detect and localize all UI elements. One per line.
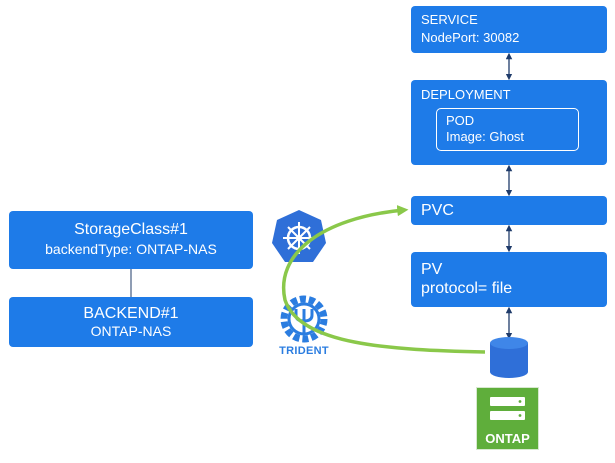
database-cylinder-icon xyxy=(490,337,528,378)
storage-class-title: StorageClass#1 xyxy=(74,221,188,238)
deployment-title: DEPLOYMENT xyxy=(421,87,511,102)
service-box: SERVICE NodePort: 30082 xyxy=(411,6,607,53)
storage-class-box: StorageClass#1 backendType: ONTAP-NAS xyxy=(9,211,253,269)
kubernetes-helm-icon xyxy=(272,210,326,262)
ontap-storage-icon xyxy=(476,387,539,450)
ontap-label: ONTAP xyxy=(485,431,530,446)
pvc-title: PVC xyxy=(421,202,454,219)
backend-title: BACKEND#1 xyxy=(83,305,179,322)
backend-subtitle: ONTAP-NAS xyxy=(90,323,172,339)
trident-label: TRIDENT xyxy=(279,345,329,357)
deployment-box: DEPLOYMENT POD Image: Ghost xyxy=(411,80,607,165)
backend-box: BACKEND#1 ONTAP-NAS xyxy=(9,297,253,347)
pod-title: POD xyxy=(446,113,475,128)
pod-box: POD Image: Ghost xyxy=(436,108,579,151)
storage-class-subtitle: backendType: ONTAP-NAS xyxy=(45,241,217,257)
pv-title: PV xyxy=(421,261,443,278)
pvc-box: PVC xyxy=(411,196,607,225)
provisioning-flow-arrow xyxy=(281,205,486,354)
pv-subtitle: protocol= file xyxy=(421,280,513,297)
service-subtitle: NodePort: 30082 xyxy=(421,30,520,45)
pod-subtitle: Image: Ghost xyxy=(446,129,525,144)
trident-wheel-icon xyxy=(280,295,328,343)
service-title: SERVICE xyxy=(421,12,478,27)
pv-box: PV protocol= file xyxy=(411,252,607,307)
